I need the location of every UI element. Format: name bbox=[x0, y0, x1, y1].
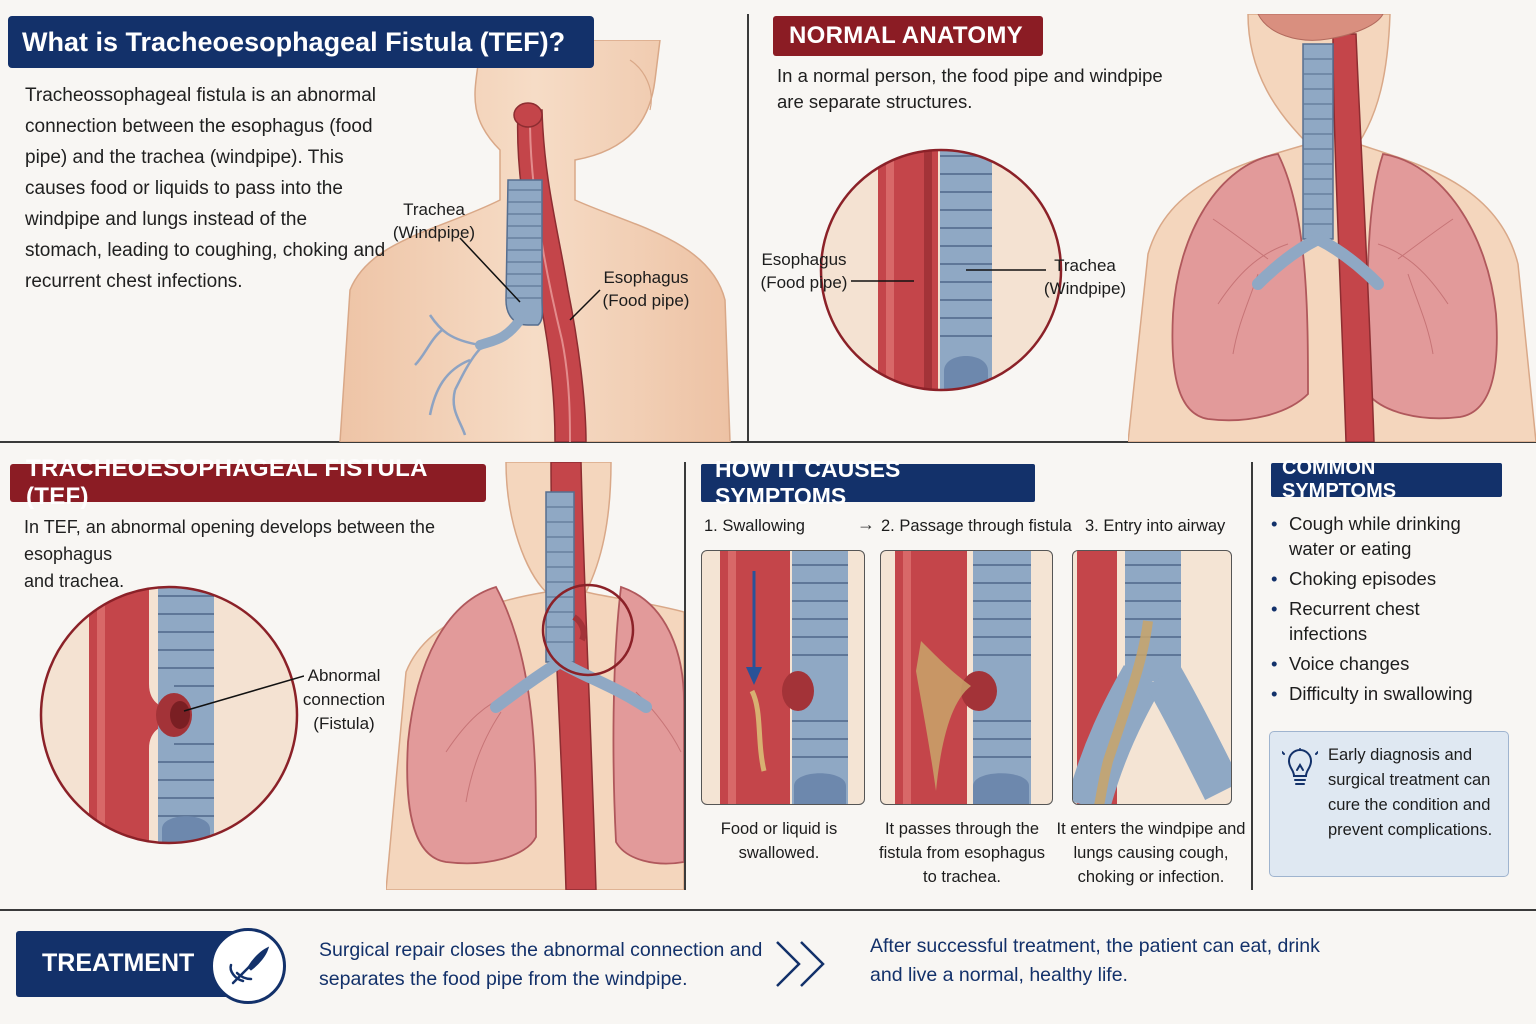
lightbulb-icon bbox=[1282, 748, 1318, 785]
tef-title: TRACHEOESOPHAGEAL FISTULA (TEF) bbox=[10, 455, 486, 510]
step-arrow-icon: → bbox=[857, 514, 875, 534]
intro-trachea-label-line2: (Windpipe) bbox=[392, 223, 476, 242]
fistula-label: Abnormal connection (Fistula) bbox=[296, 664, 392, 736]
divider-top bbox=[747, 14, 749, 442]
symptoms-flow-title-text: HOW IT CAUSES SYMPTOMS bbox=[715, 456, 901, 509]
divider-middle bbox=[0, 441, 1536, 443]
tef-description: In TEF, an abnormal opening develops bet… bbox=[24, 514, 504, 595]
treatment-text-1: Surgical repair closes the abnormal conn… bbox=[319, 939, 763, 990]
tef-magnifier bbox=[39, 585, 304, 845]
symptom-item: Cough while drinking water or eating bbox=[1269, 511, 1499, 561]
intro-description: Tracheossophageal fistula is an abnormal… bbox=[25, 85, 386, 292]
step-2-caption: It passes through the fistula from esoph… bbox=[878, 820, 1045, 886]
normal-esophagus-label-line1: Esophagus bbox=[761, 250, 847, 269]
step-2-label: 2. Passage through fistula bbox=[881, 517, 1072, 535]
intro-title: What is Tracheoesophageal Fistula (TEF)? bbox=[8, 16, 594, 68]
tef-text-line1: In TEF, an abnormal opening develops bet… bbox=[24, 517, 435, 564]
normal-anatomy-magnifier bbox=[819, 148, 1063, 392]
normal-esophagus-label: Esophagus (Food pipe) bbox=[756, 248, 852, 294]
fistula-label-line3: (Fistula) bbox=[313, 714, 375, 733]
step-1-panel bbox=[701, 550, 865, 805]
intro-esophagus-label-line2: (Food pipe) bbox=[602, 291, 690, 310]
normal-trachea-label-line1: Trachea bbox=[1054, 256, 1116, 275]
normal-esophagus-label-line2: (Food pipe) bbox=[760, 273, 848, 292]
fistula-label-line2: connection bbox=[302, 690, 386, 709]
symptom-item: Recurrent chest infections bbox=[1269, 596, 1499, 646]
normal-trachea-label-line2: (Windpipe) bbox=[1043, 279, 1127, 298]
step-3-label: 3. Entry into airway bbox=[1085, 517, 1226, 535]
intro-esophagus-label: Esophagus (Food pipe) bbox=[598, 266, 694, 312]
step-1-label: 1. Swallowing bbox=[704, 517, 805, 535]
treatment-text-2: After successful treatment, the patient … bbox=[870, 935, 1320, 986]
intro-esophagus-label-line1: Esophagus bbox=[603, 268, 689, 287]
surgery-tool-icon bbox=[210, 928, 286, 1004]
tip-box: Early diagnosis and surgical treatment c… bbox=[1269, 731, 1509, 877]
airway-entry-illustration bbox=[1073, 551, 1231, 804]
normal-anatomy-text-line2: are separate structures. bbox=[777, 91, 973, 112]
chevron-right-icon bbox=[776, 941, 825, 987]
fistula-label-line1: Abnormal bbox=[307, 666, 381, 685]
tip-text: Early diagnosis and surgical treatment c… bbox=[1328, 746, 1493, 839]
step-2-panel bbox=[880, 550, 1053, 805]
normal-anatomy-description: In a normal person, the food pipe and wi… bbox=[777, 63, 1177, 115]
fistula-passage-illustration bbox=[895, 551, 1031, 804]
normal-trachea-label: Trachea (Windpipe) bbox=[1040, 254, 1130, 300]
treatment-label: TREATMENT bbox=[42, 949, 195, 977]
symptom-list: Cough while drinking water or eating Cho… bbox=[1269, 511, 1499, 711]
normal-anatomy-text-line1: In a normal person, the food pipe and wi… bbox=[777, 65, 1163, 86]
swallowing-illustration bbox=[720, 551, 848, 804]
common-symptoms-title: COMMON SYMPTOMS bbox=[1271, 457, 1502, 502]
normal-anatomy-title-text: NORMAL ANATOMY bbox=[789, 22, 1023, 49]
symptom-item: Choking episodes bbox=[1269, 566, 1499, 591]
symptom-item: Difficulty in swallowing bbox=[1269, 681, 1499, 706]
normal-anatomy-title: NORMAL ANATOMY bbox=[773, 16, 1043, 56]
tef-text-line2: and trachea. bbox=[24, 571, 125, 591]
intro-trachea-label: Trachea (Windpipe) bbox=[392, 198, 476, 244]
divider-bottom-1 bbox=[684, 462, 686, 890]
symptoms-flow-title: HOW IT CAUSES SYMPTOMS bbox=[701, 456, 1035, 509]
step-3-caption: It enters the windpipe and lungs causing… bbox=[1056, 820, 1246, 886]
intro-title-text: What is Tracheoesophageal Fistula (TEF)? bbox=[22, 26, 566, 57]
torso-illustration bbox=[339, 40, 731, 442]
normal-lungs-illustration bbox=[1128, 14, 1536, 442]
step-3-panel bbox=[1072, 550, 1232, 805]
tef-lungs-illustration bbox=[386, 462, 684, 890]
tef-title-text: TRACHEOESOPHAGEAL FISTULA (TEF) bbox=[26, 455, 427, 510]
common-symptoms-title-text: COMMON SYMPTOMS bbox=[1282, 457, 1397, 502]
step-1-caption: Food or liquid is swallowed. bbox=[720, 820, 838, 862]
intro-trachea-label-line1: Trachea bbox=[403, 200, 465, 219]
divider-bottom-2 bbox=[1251, 462, 1253, 890]
symptom-item: Voice changes bbox=[1269, 651, 1499, 676]
divider-treatment bbox=[0, 909, 1536, 911]
